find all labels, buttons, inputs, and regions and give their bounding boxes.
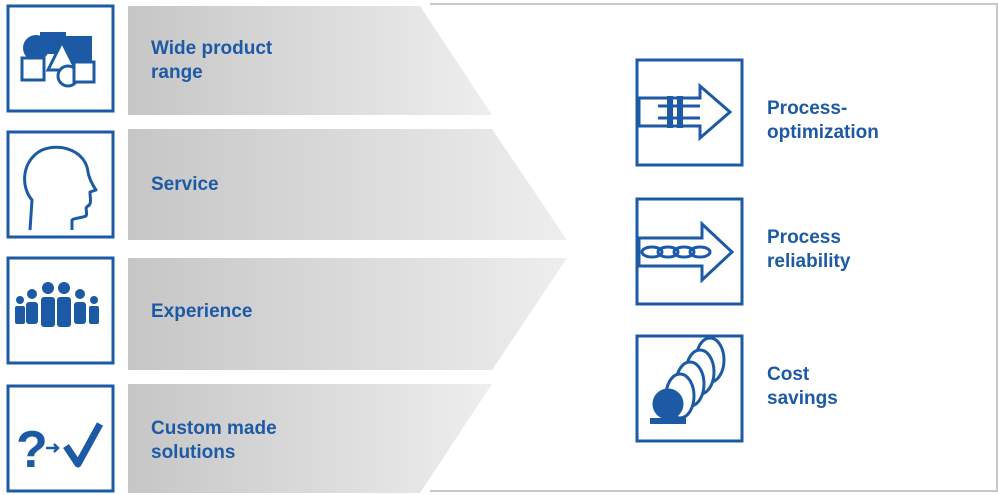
arrow-process-icon xyxy=(637,82,733,142)
question-to-check-icon: ? xyxy=(16,421,104,479)
head-profile-icon xyxy=(23,145,98,231)
band-custom-made-solutions xyxy=(128,384,492,493)
label-process-optimization: Process- optimization xyxy=(767,98,879,143)
svg-text:?: ? xyxy=(16,421,48,479)
label-cost-savings: Cost savings xyxy=(767,364,838,409)
band-service xyxy=(128,129,567,240)
shapes-icon xyxy=(20,32,96,88)
chain-arrow-icon xyxy=(637,220,735,284)
label-service: Service xyxy=(151,174,219,195)
label-wide-product-range: Wide product range xyxy=(151,38,273,83)
people-group-icon xyxy=(15,282,99,327)
label-process-reliability: Process reliability xyxy=(767,227,851,272)
label-custom-made-solutions: Custom made solutions xyxy=(151,418,277,463)
label-experience: Experience xyxy=(151,301,253,322)
band-wide-product-range xyxy=(128,6,492,115)
coins-icon xyxy=(650,336,726,424)
icon-box-5 xyxy=(635,58,744,167)
band-experience xyxy=(128,258,567,370)
result-panel xyxy=(430,3,998,492)
